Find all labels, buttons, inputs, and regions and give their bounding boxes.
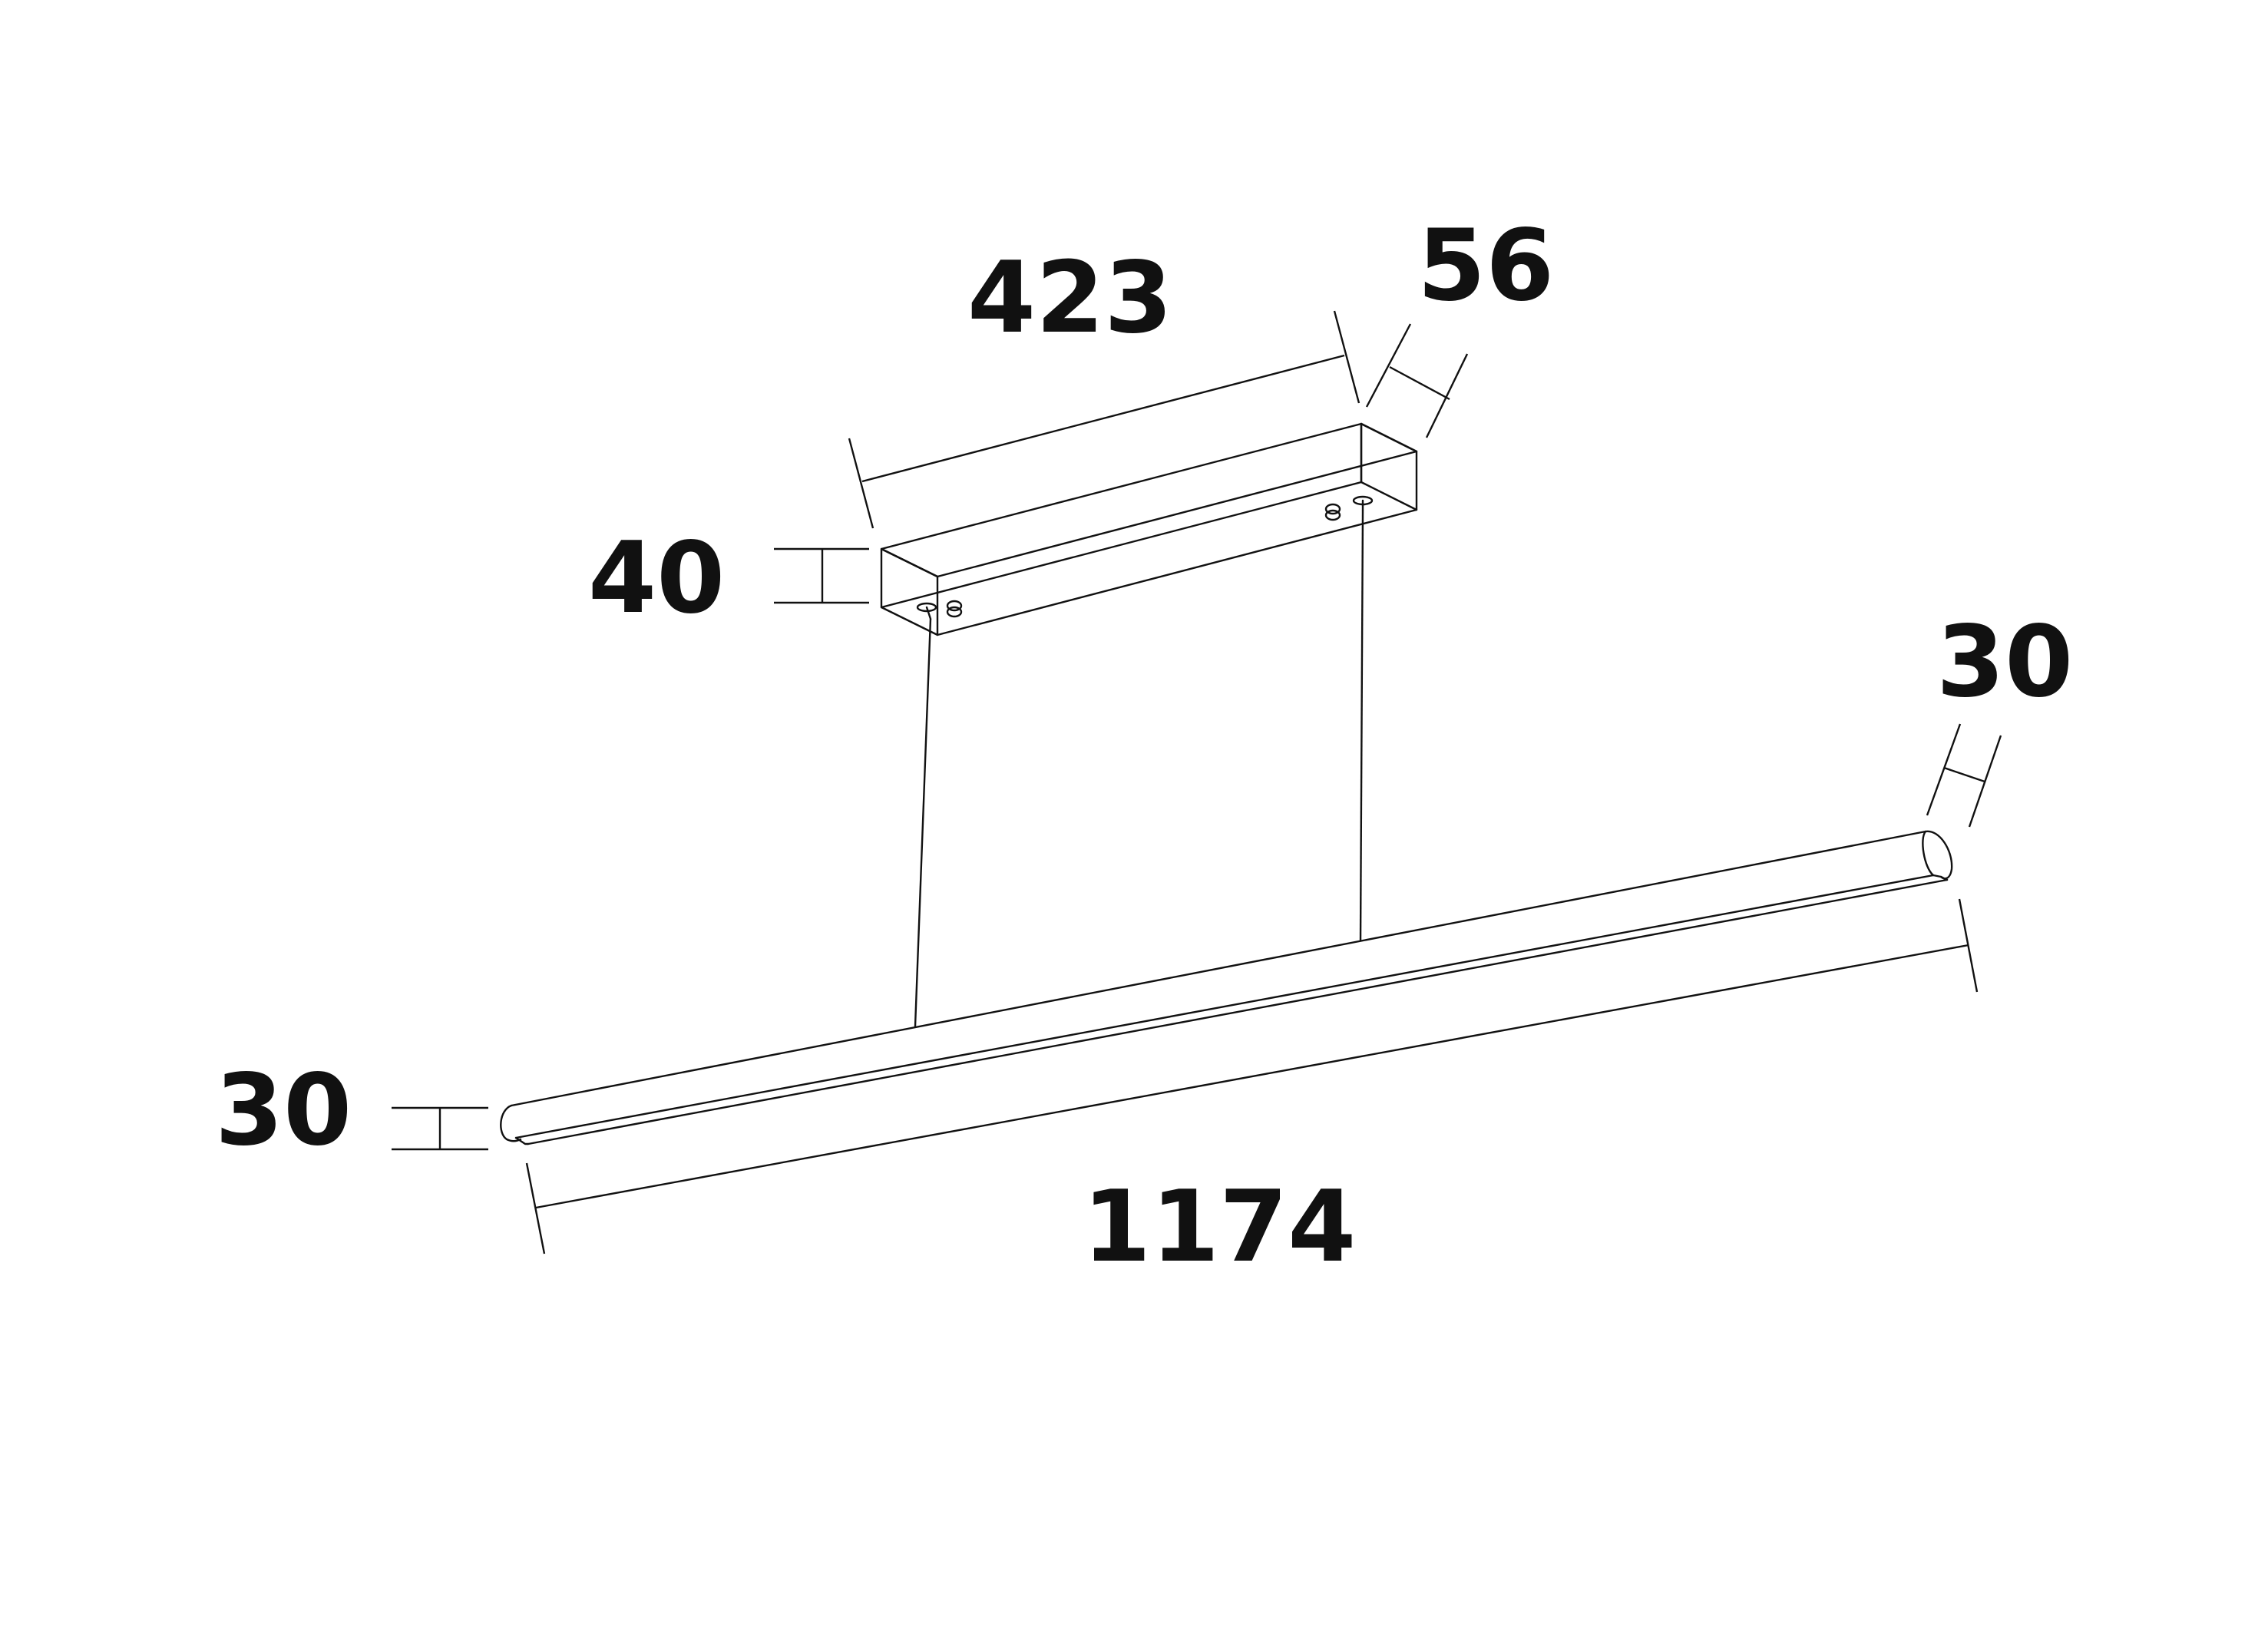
label-canopy-length: 423	[967, 241, 1172, 355]
light-bar	[500, 830, 1953, 1145]
label-bar-diameter-left: 30	[215, 1053, 352, 1168]
label-bar-diameter-right: 30	[1936, 605, 2073, 719]
label-canopy-depth: 56	[1417, 209, 1554, 323]
suspension-cable-right	[1359, 509, 1364, 942]
dimension-bar-diameter-right: 30	[1926, 605, 2073, 828]
label-canopy-height: 40	[588, 521, 725, 636]
dimension-bar-length: 1174	[525, 898, 1979, 1284]
label-bar-length: 1174	[1083, 1170, 1356, 1284]
suspension-cable-left	[914, 618, 932, 1027]
canopy-fixings-right	[1324, 495, 1374, 521]
dimension-bar-diameter-left: 30	[215, 1053, 488, 1168]
ceiling-canopy	[880, 422, 1418, 636]
dimension-canopy-height: 40	[588, 521, 869, 636]
dimension-canopy-length: 423	[848, 241, 1360, 529]
dimension-canopy-depth: 56	[1365, 209, 1554, 438]
canopy-fixings-left	[916, 600, 963, 620]
